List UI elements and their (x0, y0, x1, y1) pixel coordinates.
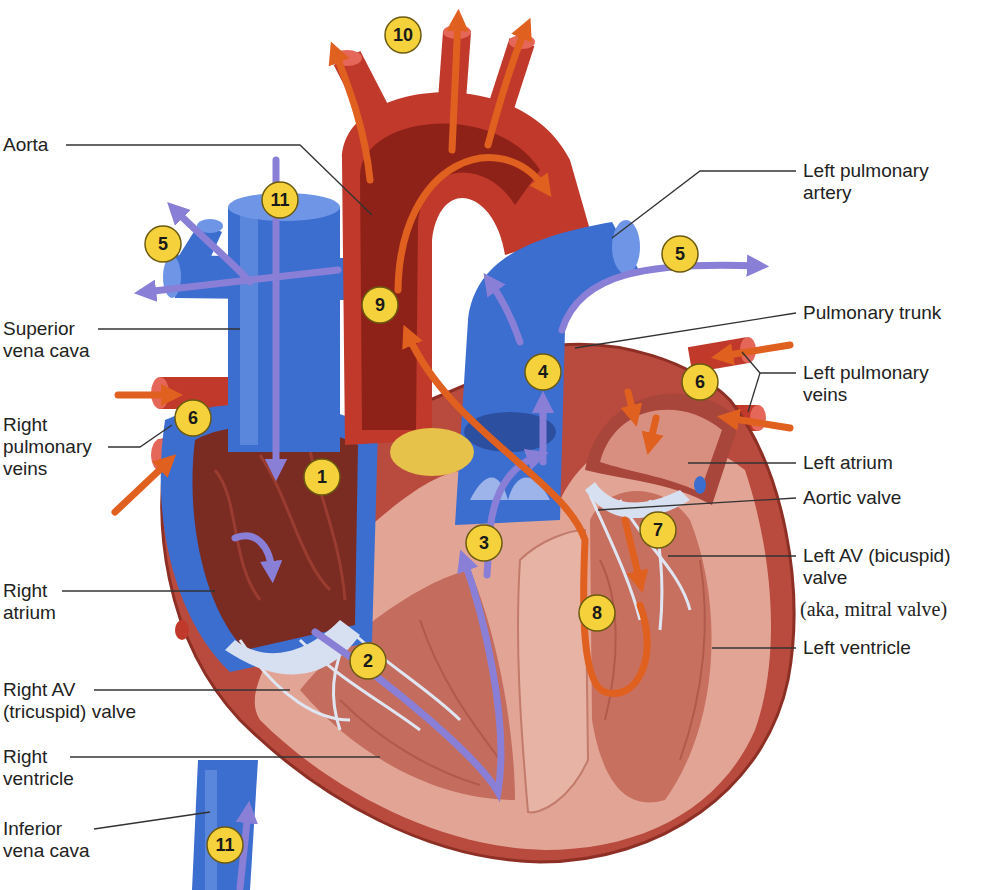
callout-number: 6 (682, 364, 718, 400)
part-label: Left AV (bicuspid) valve (803, 545, 963, 589)
part-label: Aorta (3, 134, 123, 156)
part-label: Superior vena cava (3, 318, 113, 362)
callout-number: 1 (304, 459, 340, 495)
part-label: Left atrium (803, 452, 988, 474)
blood-flow-arrows (145, 160, 758, 888)
muscle-texture (340, 560, 705, 785)
pulmonary-trunk (455, 220, 640, 525)
callout-number: 3 (466, 525, 502, 561)
callout-number: 6 (175, 400, 211, 436)
part-label: Right AV (tricuspid) valve (3, 679, 158, 723)
epicardial-fat (390, 428, 474, 476)
mitral-leaflet (585, 482, 690, 518)
part-label: Aortic valve (803, 487, 988, 509)
part-label: Right atrium (3, 580, 83, 624)
coronary-vessel (175, 620, 189, 640)
callout-circles (145, 17, 718, 863)
callout-number: 11 (262, 182, 298, 218)
part-label: (aka, mitral valve) (800, 598, 990, 620)
aorta (332, 25, 590, 445)
part-label: Right ventricle (3, 746, 103, 790)
part-label: Left ventricle (803, 637, 988, 659)
callout-number: 11 (207, 827, 243, 863)
septum (518, 530, 588, 812)
callout-number: 4 (525, 354, 561, 390)
left-ventricle-cavity (590, 491, 712, 802)
part-label: Left pulmonary veins (803, 362, 968, 406)
leader-lines (62, 145, 796, 829)
part-label: Right pulmonary veins (3, 414, 113, 480)
callout-number: 2 (350, 643, 386, 679)
part-label: Left pulmonary artery (803, 160, 968, 204)
callout-number: 9 (362, 287, 398, 323)
part-label: Inferior vena cava (3, 818, 103, 862)
blood-flow-arrows (115, 20, 790, 693)
atrium-texture (215, 450, 345, 600)
part-label: Pulmonary trunk (803, 302, 988, 324)
callout-number: 5 (662, 236, 698, 272)
left-atrium-wall (585, 394, 740, 505)
coronary-vessel (694, 476, 706, 494)
callout-number: 10 (385, 17, 421, 53)
inferior-vena-cava (192, 760, 258, 890)
callout-number: 8 (579, 595, 615, 631)
superior-vena-cava (228, 193, 340, 452)
callout-number: 7 (640, 512, 676, 548)
callout-number: 5 (145, 226, 181, 262)
